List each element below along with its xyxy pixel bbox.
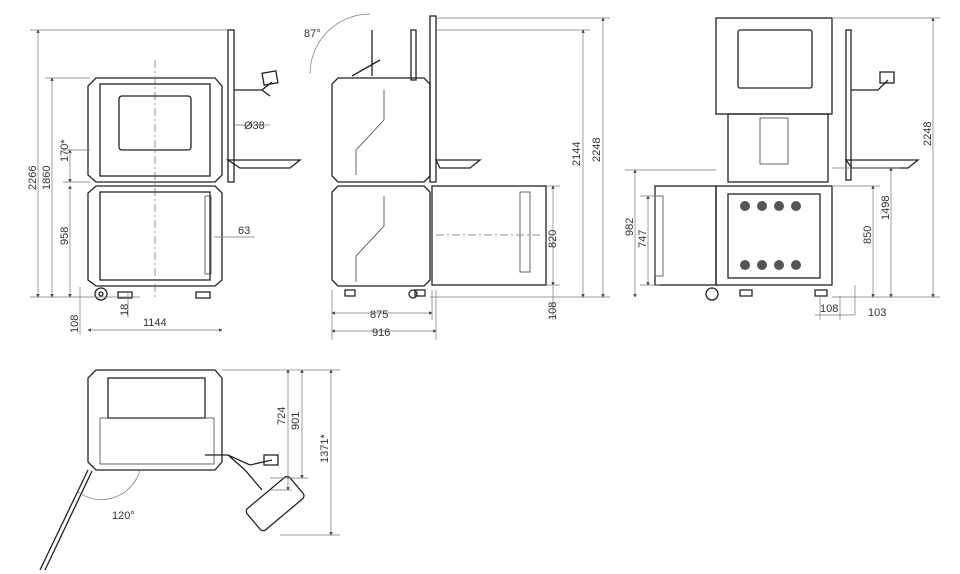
dim-arm-b: 901 bbox=[290, 412, 302, 430]
dim-height-a: 2144 bbox=[571, 142, 583, 166]
dim-tray-height: 1498 bbox=[880, 196, 892, 220]
side-view: 87° 875 916 2144 2248 820 108 bbox=[304, 13, 610, 340]
front-view: 2266 1860 170* 958 108 18 1144 Ø38 63 bbox=[27, 29, 302, 335]
dim-caster-height: 108 bbox=[69, 315, 81, 333]
dim-drawer-height: 820 bbox=[547, 230, 559, 248]
dim-pole-diameter: Ø38 bbox=[244, 120, 265, 132]
dim-side-caster-height: 108 bbox=[547, 302, 559, 320]
top-view: 724 901 1371* 120° bbox=[39, 369, 340, 571]
dim-rear-overall-height: 2248 bbox=[922, 122, 934, 146]
dim-table-height: 850 bbox=[862, 226, 874, 244]
dim-width: 1144 bbox=[143, 317, 167, 329]
dim-top-door-angle: 120° bbox=[112, 510, 135, 522]
dim-arm-total: 1371* bbox=[319, 434, 331, 463]
dim-lower-height: 958 bbox=[59, 227, 71, 245]
dim-rear-caster-height: 108 bbox=[820, 303, 838, 315]
dim-height-b: 2248 bbox=[591, 138, 603, 162]
dim-depth: 875 bbox=[370, 309, 388, 321]
dim-drawer-inner: 747 bbox=[637, 230, 649, 248]
dim-door-angle: 87° bbox=[304, 28, 321, 40]
dim-rear-offset: 103 bbox=[868, 307, 886, 319]
dim-arm-a: 724 bbox=[276, 407, 288, 425]
dim-drawer-outer: 982 bbox=[624, 218, 636, 236]
dim-cabinet-height: 1860 bbox=[41, 166, 53, 190]
dim-offset: 63 bbox=[238, 225, 250, 237]
dim-depth-total: 916 bbox=[372, 327, 390, 339]
dim-gap-angle: 170* bbox=[59, 139, 71, 162]
dim-foot-height: 18 bbox=[119, 304, 131, 316]
rear-view: 982 747 850 1498 2248 108 103 bbox=[624, 17, 940, 320]
dim-overall-height: 2266 bbox=[27, 166, 39, 190]
